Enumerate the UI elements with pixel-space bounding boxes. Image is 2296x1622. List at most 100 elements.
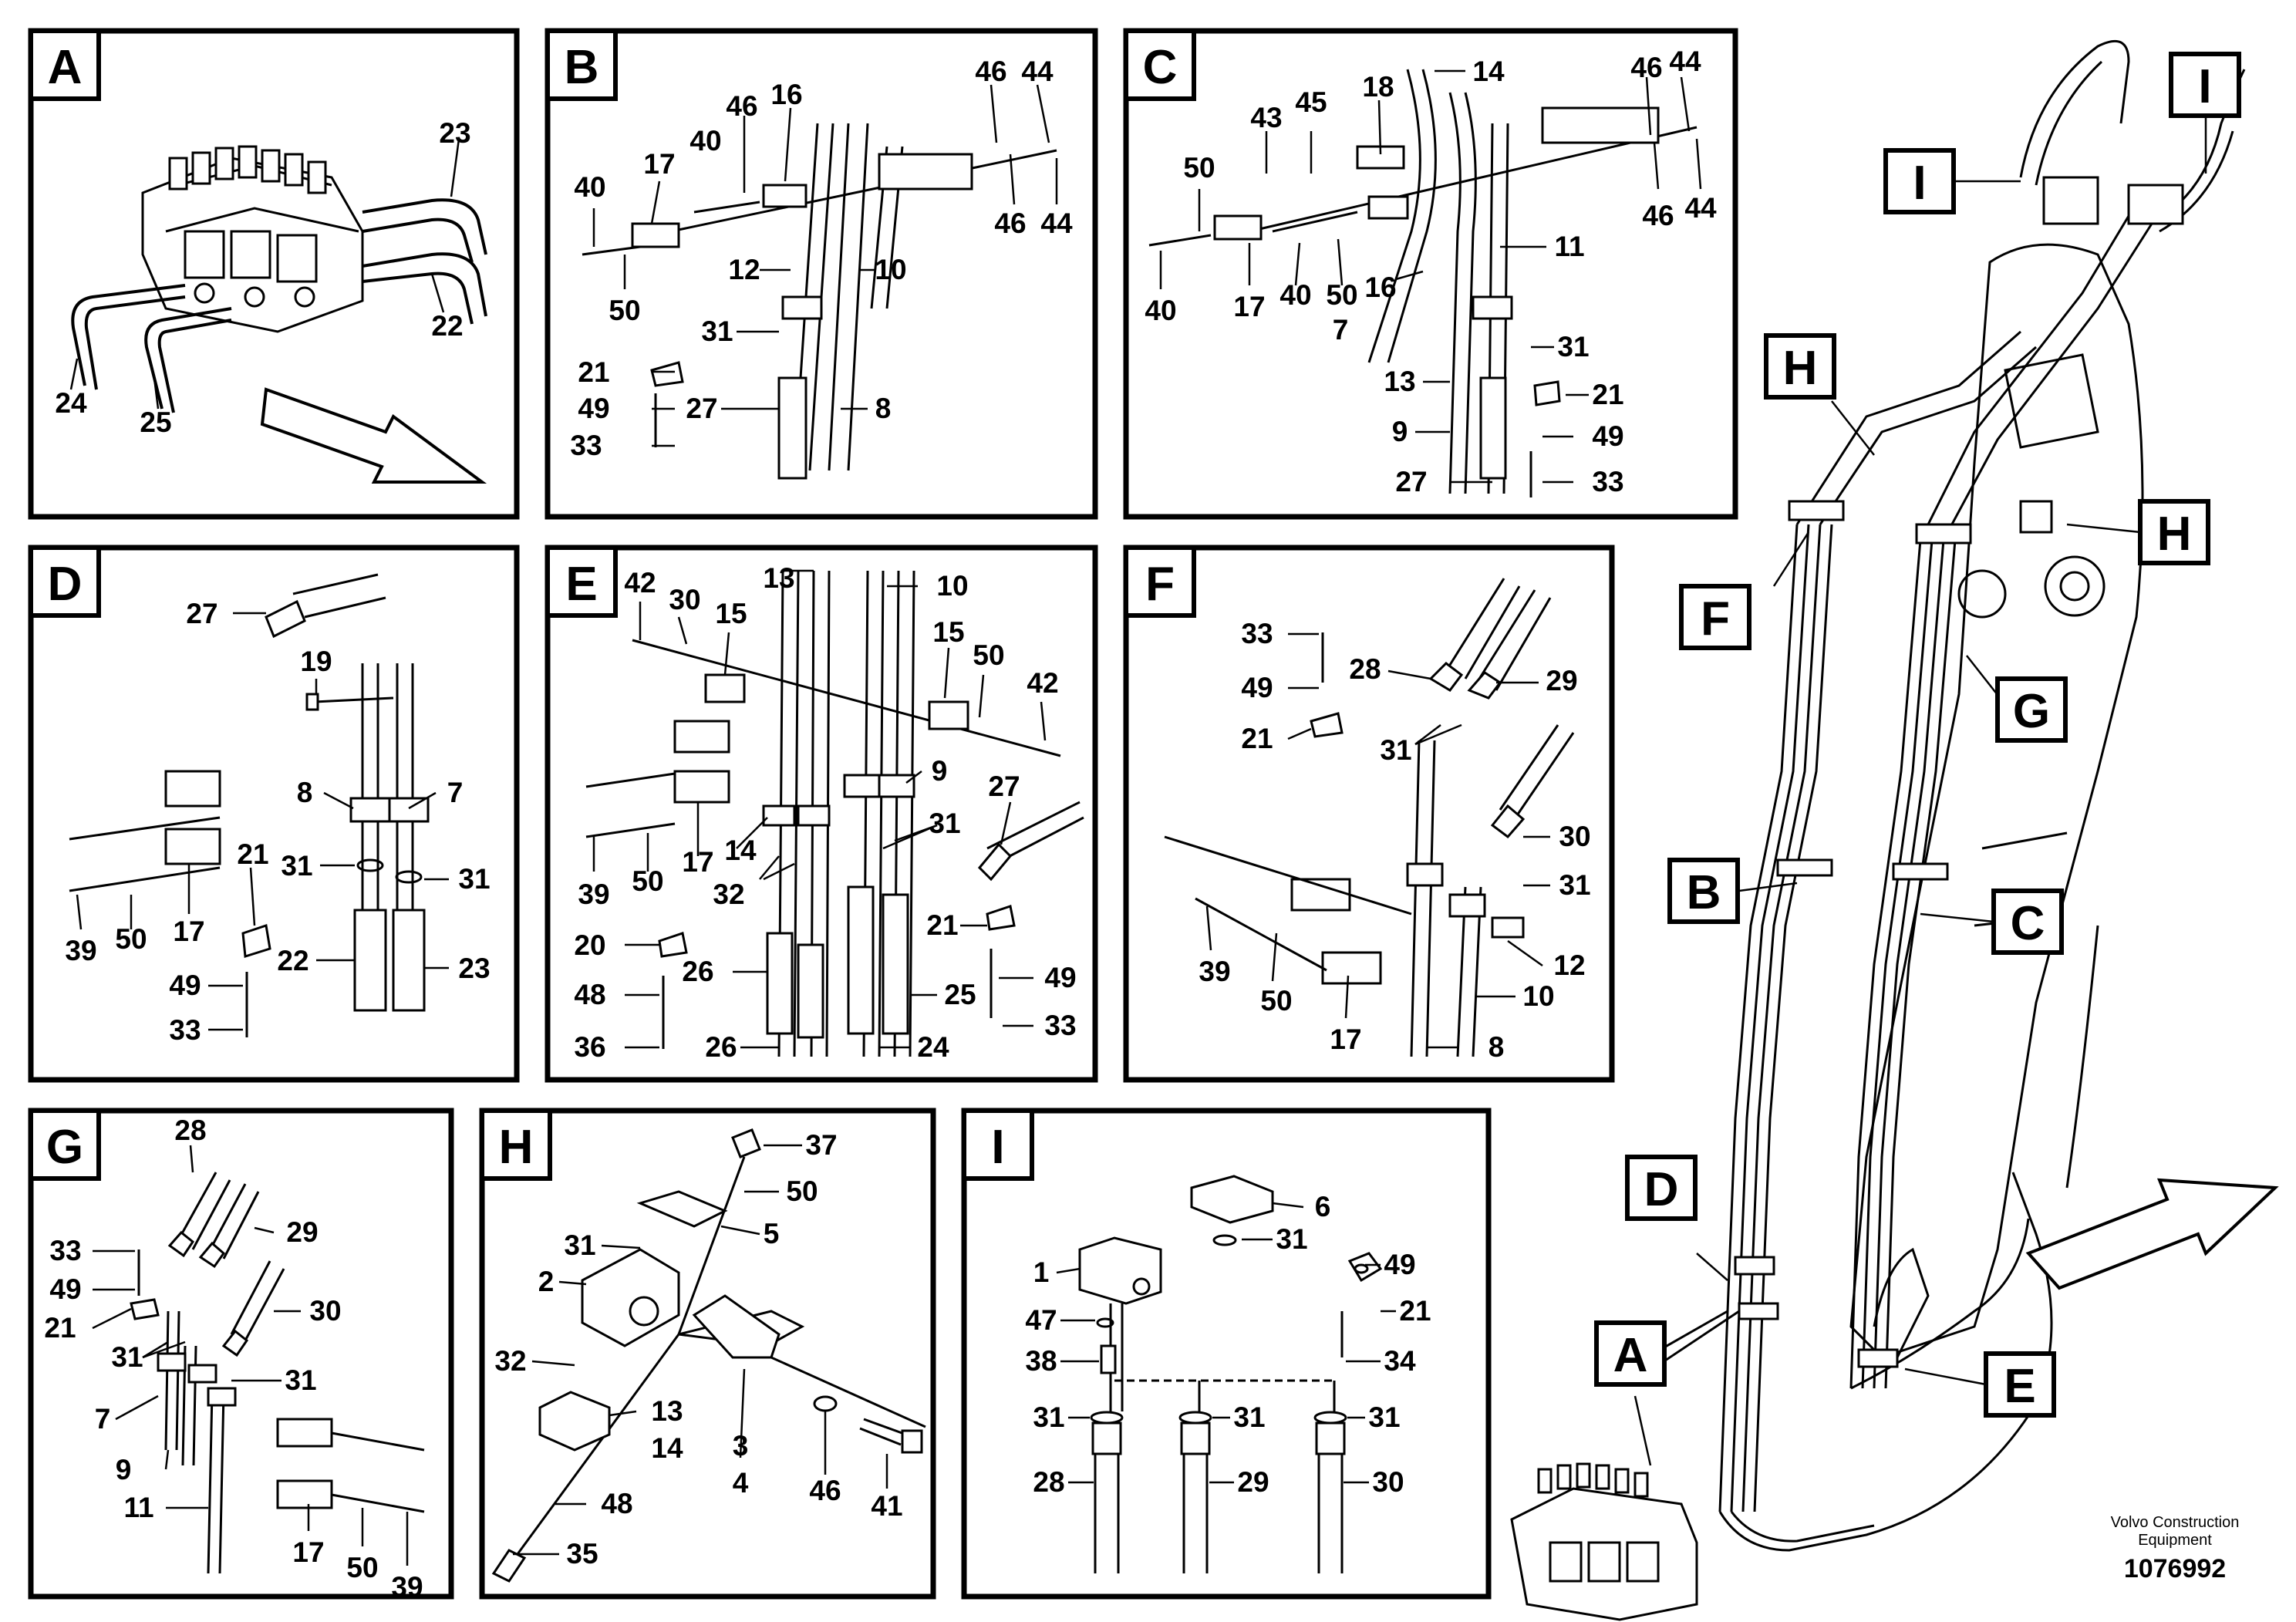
svg-text:C: C: [2011, 897, 2045, 950]
callout-c-5: 43: [1250, 102, 1282, 133]
callout-g-14: 39: [391, 1571, 423, 1603]
callout-h-2: 50: [786, 1175, 818, 1207]
callout-g-10: 9: [116, 1454, 132, 1485]
callout-c-15: 16: [1364, 271, 1396, 303]
callout-b-17: 8: [875, 393, 892, 424]
callout-i-13: 29: [1237, 1466, 1269, 1498]
callout-i-3: 1: [1033, 1256, 1050, 1288]
callout-b-6: 17: [643, 148, 675, 180]
callout-e-8: 42: [1027, 667, 1058, 699]
panel-E-tag: E: [565, 558, 597, 611]
callout-b-1: 46: [975, 56, 1006, 87]
direction-arrow: [2025, 1178, 2279, 1290]
callout-e-17: 20: [574, 929, 605, 961]
panel-G: G 28 33 29: [28, 1108, 454, 1603]
callout-c-18: 13: [1384, 366, 1415, 397]
callout-e-7: 50: [973, 639, 1004, 671]
callout-e-10: 27: [988, 771, 1020, 802]
svg-text:A: A: [1613, 1329, 1648, 1382]
callout-e-11: 14: [724, 835, 757, 866]
panel-E: E: [544, 545, 1098, 1083]
callout-e-26: 24: [917, 1031, 949, 1063]
callout-e-13: 39: [578, 878, 609, 910]
callout-f-7: 30: [1559, 821, 1590, 852]
callout-b-11: 10: [875, 254, 906, 285]
callout-c-9: 44: [1684, 192, 1717, 224]
panel-F-tag: F: [1145, 558, 1175, 611]
callout-c-1: 14: [1472, 56, 1505, 87]
overview-callout-I-left: I: [1883, 148, 1956, 214]
callout-e-5: 10: [936, 570, 968, 602]
callout-e-22: 25: [944, 979, 976, 1010]
callout-g-2: 33: [49, 1235, 81, 1266]
callout-i-1: 6: [1315, 1191, 1331, 1222]
callout-a-4: 25: [140, 406, 171, 438]
callout-e-18: 26: [682, 956, 713, 987]
panel-C: C 14: [1123, 28, 1738, 520]
callout-g-7: 31: [111, 1341, 143, 1373]
svg-text:E: E: [2004, 1360, 2035, 1413]
callout-e-4: 15: [715, 598, 747, 629]
callout-e-19: 21: [926, 909, 958, 941]
callout-e-14: 50: [632, 865, 663, 897]
overview-callout-C: C: [1991, 889, 2064, 955]
callout-e-9: 9: [932, 755, 948, 787]
panel-I-tag: I: [991, 1121, 1004, 1174]
callout-e-3: 30: [669, 584, 700, 615]
overview-callout-A: A: [1594, 1320, 1667, 1387]
panel-H-tag: H: [499, 1121, 534, 1174]
panel-D-tag: D: [48, 558, 83, 611]
callout-d-12: 23: [458, 953, 490, 984]
panel-D: D 27 19 8 7 21 31 31 39 5: [28, 545, 520, 1083]
callout-i-8: 34: [1384, 1345, 1416, 1377]
callout-h-3: 31: [564, 1229, 595, 1261]
callout-e-16: 32: [713, 878, 744, 910]
callout-c-6: 45: [1295, 86, 1327, 118]
callout-d-4: 7: [447, 777, 464, 808]
callout-e-21: 48: [574, 979, 605, 1010]
callout-h-5: 2: [538, 1266, 555, 1297]
panel-H-frame: [479, 1108, 936, 1600]
callout-f-3: 29: [1546, 665, 1577, 696]
control-valve-block: [141, 145, 364, 333]
panel-C-tag: C: [1143, 41, 1178, 94]
callout-i-5: 21: [1399, 1295, 1431, 1327]
callout-i-2: 31: [1276, 1223, 1307, 1255]
callout-d-9: 50: [115, 923, 147, 955]
panel-H: H 37 50 31 5 2 3: [479, 1108, 936, 1600]
overview-callout-B: B: [1667, 858, 1740, 924]
callout-e-6: 15: [932, 616, 964, 648]
callout-g-8: 31: [285, 1364, 316, 1396]
callout-c-20: 9: [1392, 416, 1408, 447]
callout-b-8: 46: [994, 207, 1026, 239]
callout-d-5: 21: [237, 838, 268, 870]
panel-G-tag: G: [46, 1121, 83, 1174]
svg-text:F: F: [1701, 592, 1730, 646]
callout-b-7: 40: [574, 171, 605, 203]
callout-e-23: 33: [1044, 1010, 1076, 1041]
callout-c-2: 46: [1630, 52, 1662, 83]
svg-text:B: B: [1687, 866, 1721, 919]
callout-f-2: 28: [1349, 653, 1381, 685]
callout-h-10: 4: [733, 1467, 749, 1499]
callout-i-7: 38: [1025, 1345, 1057, 1377]
callout-a-3: 24: [55, 387, 87, 419]
svg-text:G: G: [2013, 685, 2050, 738]
callout-h-1: 37: [805, 1129, 837, 1161]
callout-g-5: 30: [309, 1295, 341, 1327]
callout-b-10: 12: [728, 254, 760, 285]
callout-c-22: 27: [1395, 466, 1427, 497]
callout-b-16: 27: [686, 393, 717, 424]
callout-i-4: 49: [1384, 1249, 1415, 1280]
overview-callout-I-right: I: [2169, 52, 2241, 118]
callout-i-12: 28: [1033, 1466, 1064, 1498]
callout-i-10: 31: [1233, 1401, 1265, 1433]
callout-g-6: 21: [44, 1312, 76, 1344]
callout-c-7: 50: [1183, 152, 1215, 184]
overview-callout-F: F: [1679, 584, 1752, 650]
overview-callout-D: D: [1625, 1155, 1698, 1221]
callout-i-14: 30: [1372, 1466, 1404, 1498]
panel-B-frame: [544, 28, 1098, 520]
callout-g-9: 7: [95, 1403, 111, 1435]
